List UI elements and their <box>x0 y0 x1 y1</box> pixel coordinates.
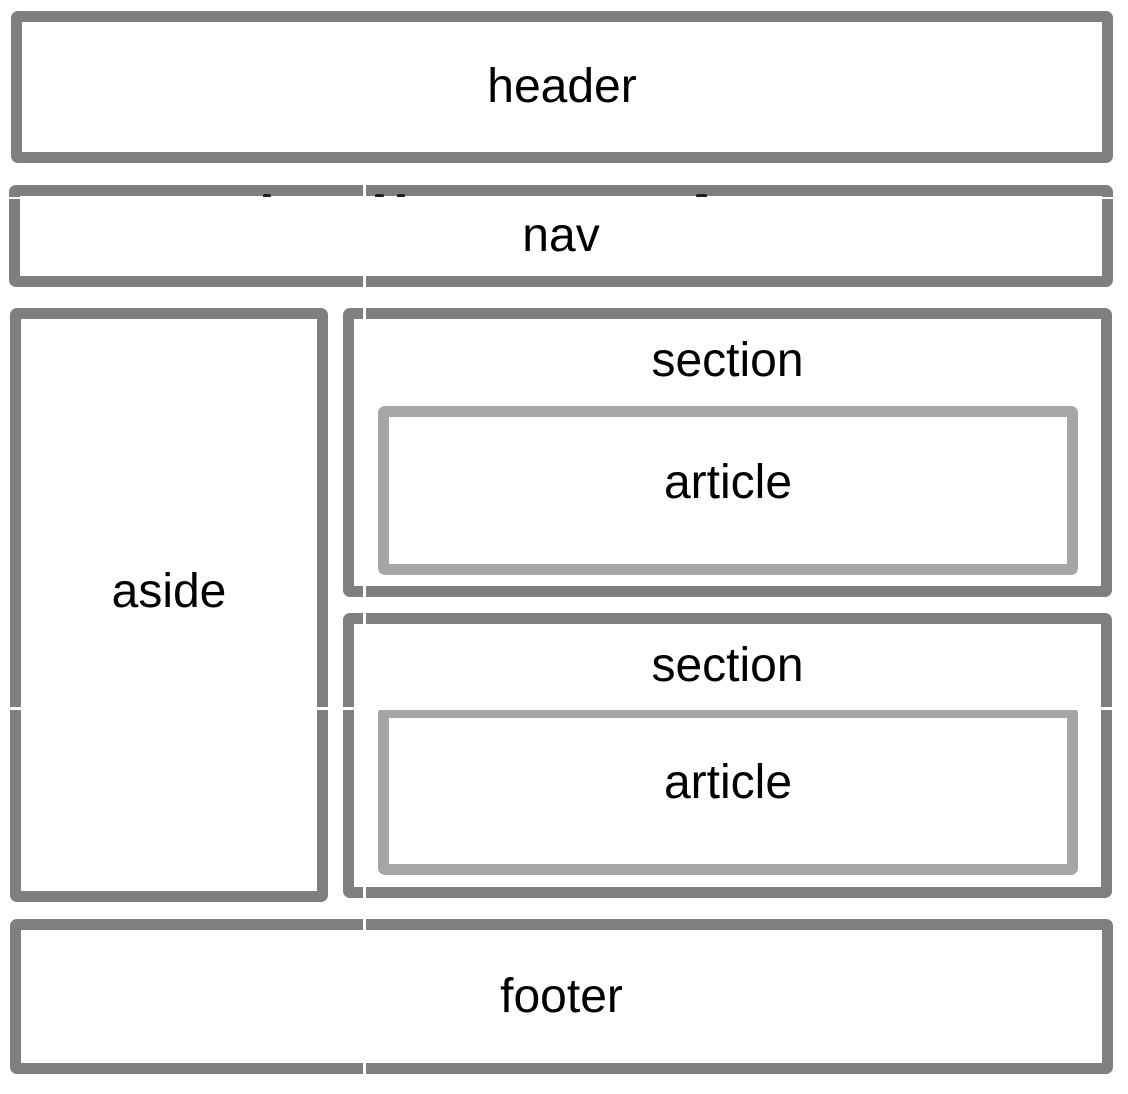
footer-box: footer <box>10 919 1113 1074</box>
nav-box: nav <box>9 185 1113 287</box>
footer-label: footer <box>500 969 623 1023</box>
section-2-label-zone: section <box>354 624 1101 707</box>
article-1-label: article <box>663 455 793 509</box>
section-1-box: section article <box>343 308 1112 597</box>
aside-box: aside <box>10 308 328 902</box>
text-remnant-artifact <box>375 194 384 198</box>
article-1-box: article <box>378 406 1078 575</box>
section-2-box: section article <box>343 613 1112 898</box>
section-1-label: section <box>651 333 804 387</box>
text-remnant-artifact <box>397 194 405 198</box>
article-2-box: article <box>378 707 1078 875</box>
aside-label: aside <box>111 565 227 618</box>
section-1-label-zone: section <box>354 319 1101 402</box>
stitch-seam-horizontal-artifact <box>0 197 1128 199</box>
text-remnant-artifact <box>263 194 271 198</box>
stitch-seam-horizontal-artifact <box>0 707 1128 710</box>
stitch-seam-vertical-artifact <box>363 183 366 1080</box>
header-label: header <box>487 60 637 113</box>
text-remnant-artifact <box>696 194 707 198</box>
header-box: header <box>11 11 1113 163</box>
article-2-label: article <box>663 756 793 809</box>
nav-label: nav <box>522 209 600 262</box>
section-2-label: section <box>651 638 804 692</box>
